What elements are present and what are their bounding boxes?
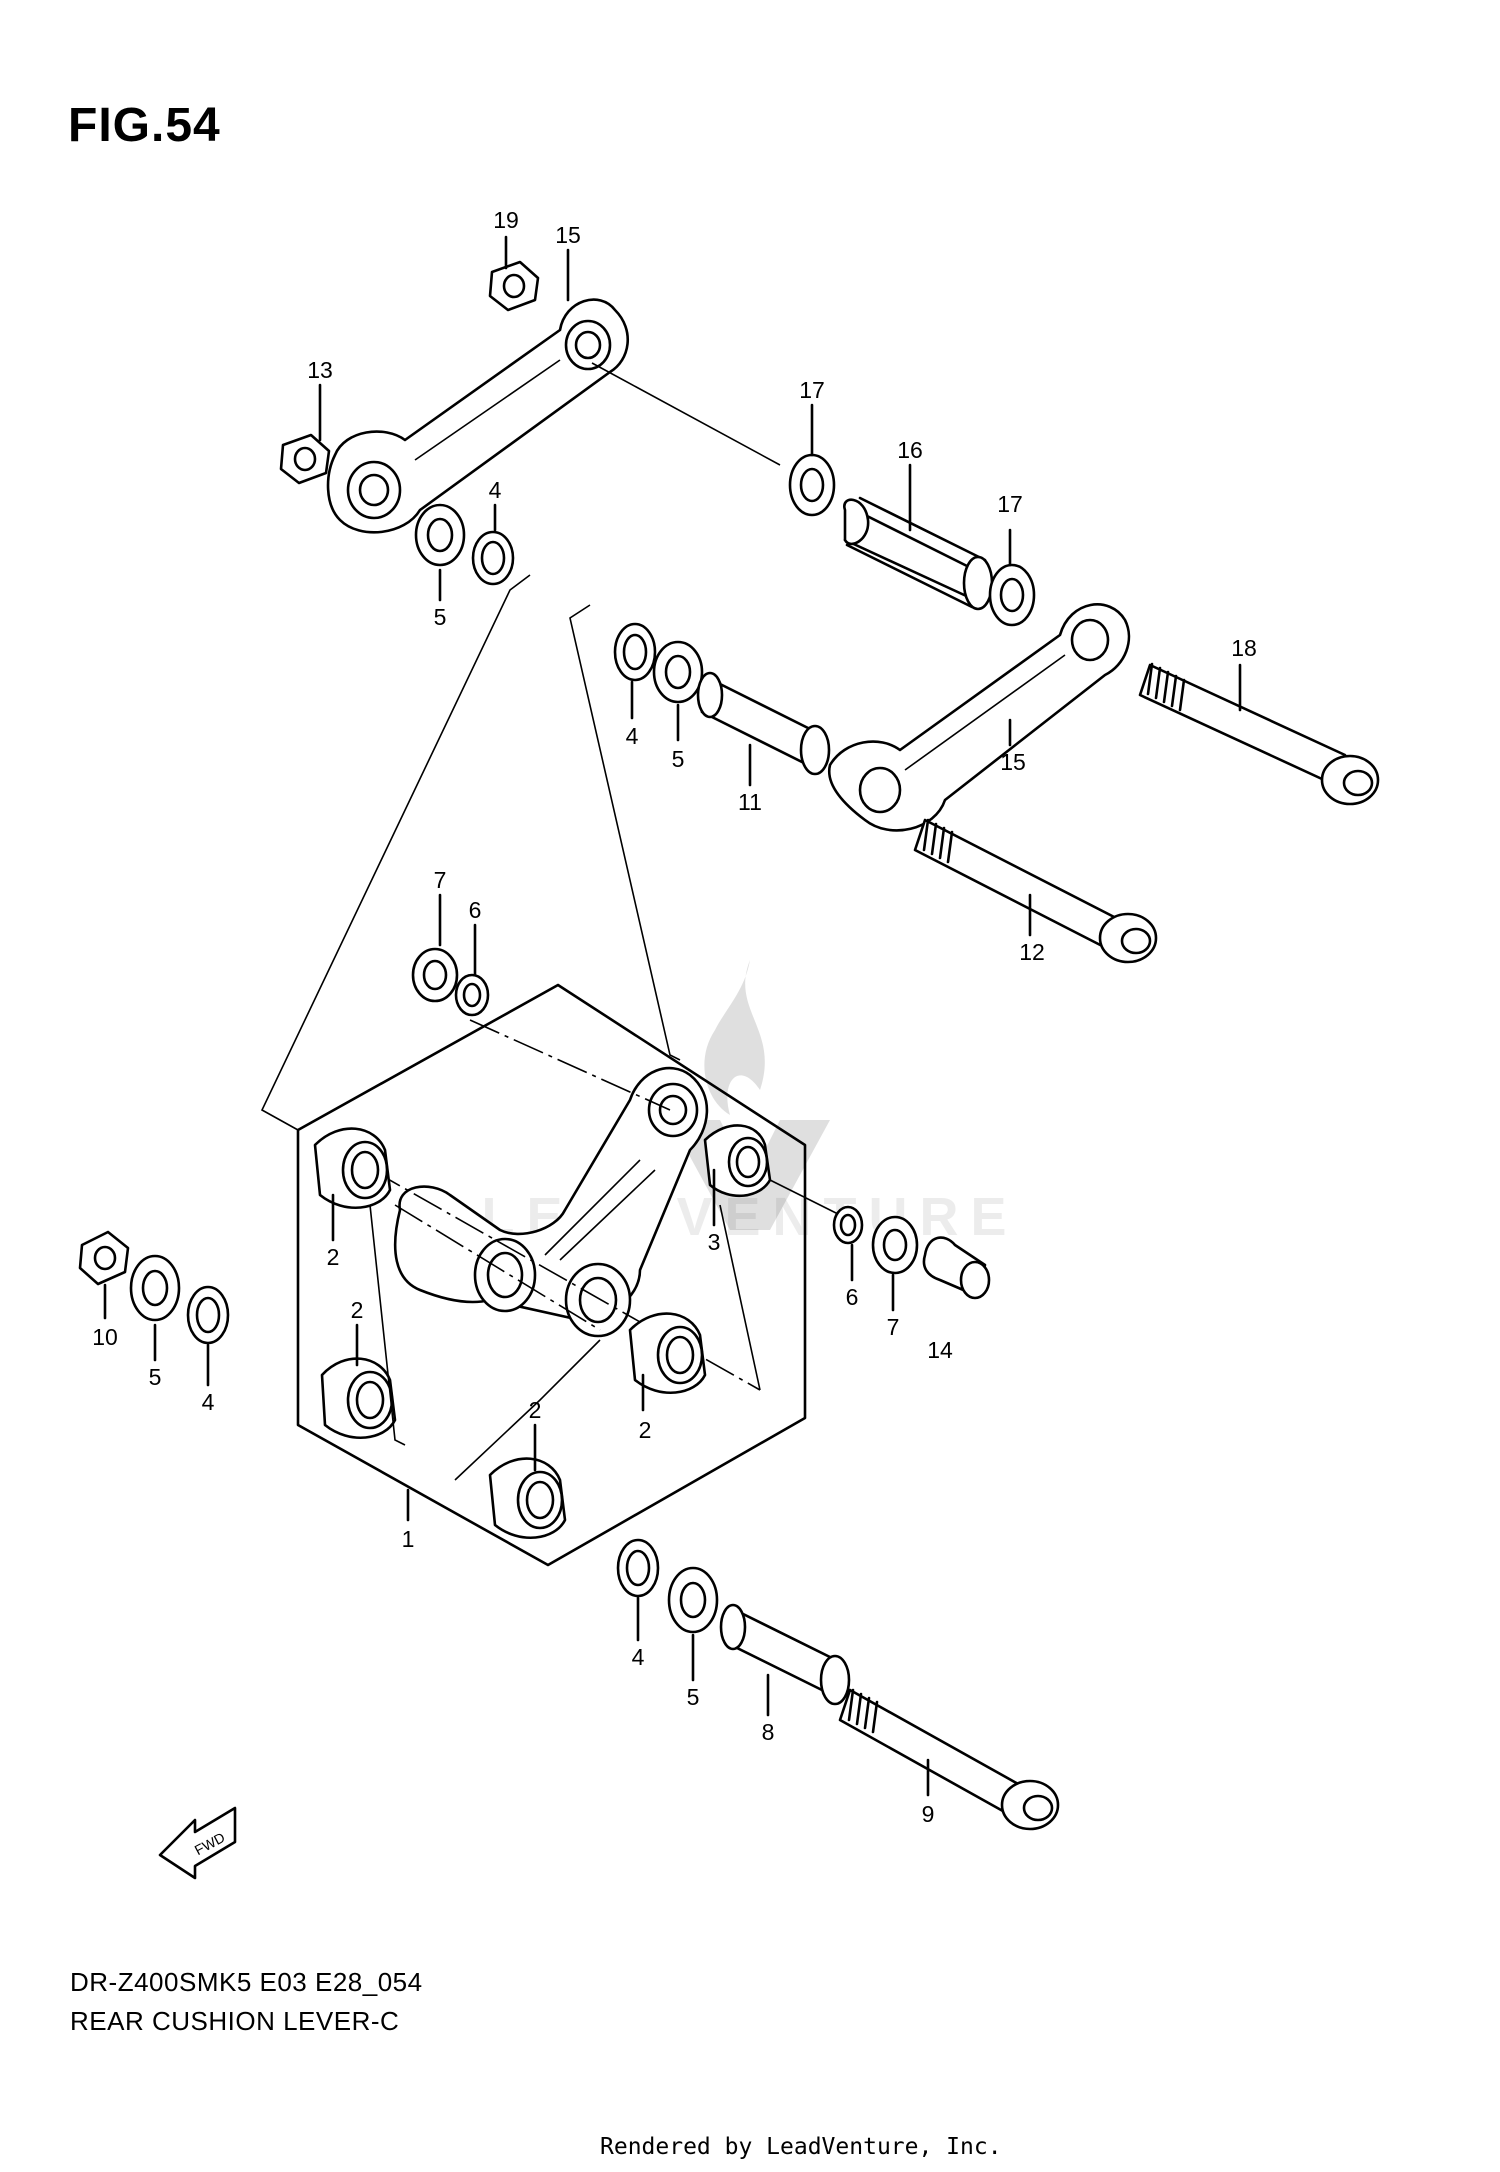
bolt-9 bbox=[838, 1688, 1060, 1831]
callout-leaders bbox=[103, 235, 1242, 1797]
callout-1: 1 bbox=[402, 1526, 415, 1552]
callout-6-right: 6 bbox=[846, 1284, 859, 1310]
callout-15-top: 15 bbox=[555, 222, 581, 248]
bearing-2-right bbox=[628, 1312, 707, 1394]
callout-4-middle: 4 bbox=[626, 723, 639, 749]
seal-6-right bbox=[832, 1205, 864, 1245]
callout-4-top: 4 bbox=[489, 477, 502, 503]
bolt-18 bbox=[1138, 662, 1380, 806]
assembly-box bbox=[296, 983, 807, 1567]
callout-13: 13 bbox=[307, 357, 333, 383]
callout-5-top: 5 bbox=[434, 604, 447, 630]
guide-line-right bbox=[569, 604, 681, 1061]
callout-7-right: 7 bbox=[887, 1314, 900, 1340]
seal-4-middle bbox=[613, 622, 657, 682]
seal-4-bottom bbox=[616, 1538, 660, 1598]
fwd-arrow-icon: FWD bbox=[158, 1806, 237, 1880]
callout-17-b: 17 bbox=[997, 491, 1023, 517]
callout-16: 16 bbox=[897, 437, 923, 463]
washer-7-right bbox=[871, 1215, 919, 1275]
washer-5-middle bbox=[652, 640, 704, 704]
bearing-2-left-top bbox=[313, 1127, 392, 1209]
cushion-lever bbox=[393, 1066, 709, 1338]
callout-18: 18 bbox=[1231, 635, 1257, 661]
spacer-8 bbox=[719, 1603, 851, 1706]
nut-19 bbox=[488, 260, 540, 312]
bolt-12 bbox=[913, 818, 1158, 964]
callout-8: 8 bbox=[762, 1719, 775, 1745]
callout-12: 12 bbox=[1019, 939, 1045, 965]
nut-10 bbox=[78, 1230, 130, 1286]
callout-4-left: 4 bbox=[202, 1389, 215, 1415]
callout-4-bottom: 4 bbox=[632, 1644, 645, 1670]
cushion-rod-top bbox=[326, 298, 629, 534]
callout-2-left-top: 2 bbox=[327, 1244, 340, 1270]
seal-6-top bbox=[454, 973, 490, 1017]
bearing-2-bottom-middle bbox=[488, 1457, 567, 1539]
model-code: DR-Z400SMK5 E03 E28_054 bbox=[70, 1967, 423, 1997]
callout-3: 3 bbox=[708, 1229, 721, 1255]
nut-13 bbox=[279, 433, 331, 485]
spacer-14 bbox=[922, 1236, 991, 1300]
callout-10: 10 bbox=[92, 1324, 118, 1350]
cushion-rod-bottom bbox=[827, 603, 1131, 832]
render-credit: Rendered by LeadVenture, Inc. bbox=[600, 2134, 1002, 2160]
callout-2-right: 2 bbox=[639, 1417, 652, 1443]
bearing-2-left-bottom bbox=[320, 1357, 397, 1439]
washer-5-left bbox=[129, 1254, 181, 1322]
seal-4-left bbox=[186, 1285, 230, 1345]
callout-15-bottom: 15 bbox=[1000, 749, 1026, 775]
figure-title: FIG.54 bbox=[68, 99, 221, 152]
callout-2-left-bottom: 2 bbox=[351, 1297, 364, 1323]
washer-7-top bbox=[411, 947, 459, 1003]
washer-5-bottom bbox=[667, 1566, 719, 1634]
bearing-3 bbox=[703, 1124, 772, 1198]
callout-19: 19 bbox=[493, 207, 519, 233]
diagram-name: REAR CUSHION LEVER-C bbox=[70, 2006, 400, 2036]
callout-5-left: 5 bbox=[149, 1364, 162, 1390]
spacer-11 bbox=[696, 671, 831, 776]
callout-5-middle: 5 bbox=[672, 746, 685, 772]
guide-line-left bbox=[260, 574, 531, 1131]
callout-14: 14 bbox=[927, 1337, 953, 1363]
callout-11: 11 bbox=[738, 789, 762, 815]
seal-4-top bbox=[471, 530, 515, 586]
callout-6-top: 6 bbox=[469, 897, 482, 923]
callout-17-a: 17 bbox=[799, 377, 825, 403]
callout-9: 9 bbox=[922, 1801, 935, 1827]
washer-5-top bbox=[414, 503, 466, 567]
callout-2-bottom-middle: 2 bbox=[529, 1397, 542, 1423]
callout-5-bottom: 5 bbox=[687, 1684, 700, 1710]
spacer-16 bbox=[843, 496, 994, 611]
callout-7-top: 7 bbox=[434, 867, 447, 893]
washer-17-a bbox=[788, 453, 836, 517]
washer-17-b bbox=[988, 563, 1036, 627]
